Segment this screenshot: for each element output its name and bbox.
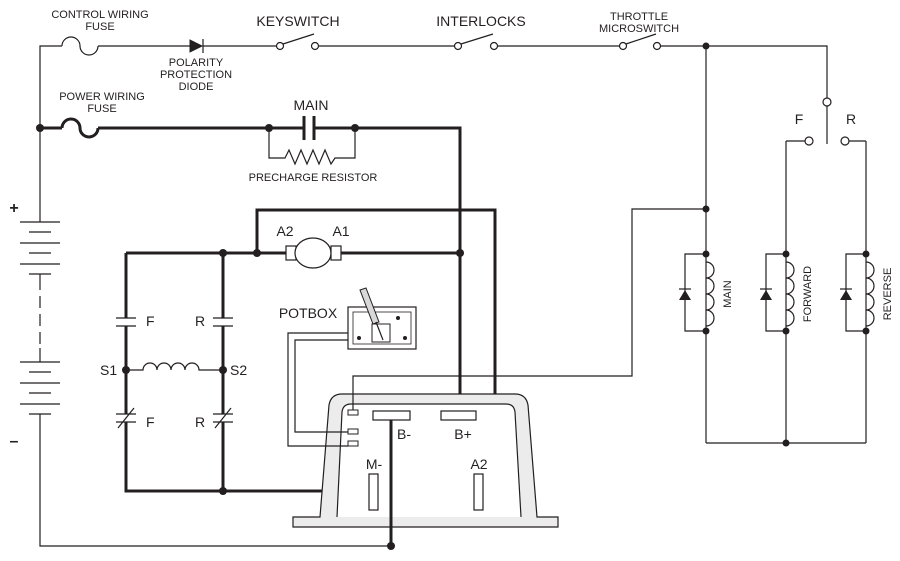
m-minus-label: M- [366,456,383,472]
power-wiring-fuse-label-1: POWER WIRING [59,91,145,103]
interlocks-switch [453,33,499,51]
precharge-resistor-label: PRECHARGE RESISTOR [249,172,378,184]
diode-label-3: DIODE [179,81,214,93]
power-wiring-fuse-label-2: FUSE [87,103,116,115]
motor-armature [294,237,332,269]
s1-label: S1 [100,362,117,378]
control-wiring-fuse-label-2: FUSE [85,21,114,33]
driver-line [352,208,706,410]
forward-coil-label: FORWARD [802,266,814,322]
field-f-lower-label: F [146,414,155,430]
contactor-coils [679,42,875,447]
b-plus-label: B+ [454,426,472,442]
control-wiring-fuse [61,36,99,56]
terminal-a2 [473,473,484,511]
control-pin-3 [347,440,359,447]
power-line [36,116,462,404]
precharge-resistor [268,128,356,166]
field-f-label: F [146,313,155,329]
interlocks-label: INTERLOCKS [436,13,525,29]
field-r-lower-label: R [195,414,205,430]
s2-label: S2 [230,362,247,378]
control-wiring-fuse-label-1: CONTROL WIRING [51,9,148,21]
terminal-b-minus [372,410,411,421]
keyswitch-label: KEYSWITCH [256,13,339,29]
diode-label-1: POLARITY [169,57,224,69]
field-winding [126,362,223,371]
control-pin-1 [347,409,359,416]
battery-minus-label: – [10,433,19,450]
terminal-b-plus [440,410,477,421]
potbox [287,287,417,447]
b-minus-label: B- [397,426,411,442]
diode-label-2: PROTECTION [160,69,232,81]
power-wiring-fuse [60,117,100,139]
main-coil [705,261,715,327]
main-contactor-label: MAIN [294,97,329,113]
control-line [39,33,828,128]
throttle-label-2: MICROSWITCH [599,23,679,35]
forward-reverse-switch [786,97,866,146]
main-coil-label: MAIN [722,280,734,308]
a2-label: A2 [276,223,293,239]
controller [292,393,559,550]
field-r-label: R [195,313,205,329]
terminal-m-minus [368,473,379,511]
potbox-label: POTBOX [279,305,338,321]
keyswitch [275,33,320,51]
forward-coil [785,261,795,327]
throttle-microswitch [618,33,662,51]
reverse-coil [865,261,875,327]
reverse-coil-label: REVERSE [882,268,894,321]
switch-f-label: F [795,111,804,127]
a1-label: A1 [332,223,349,239]
control-pin-2 [347,428,359,435]
polarity-protection-diode [189,39,204,53]
throttle-label-1: THROTTLE [610,11,668,23]
a2-terminal-label: A2 [470,456,487,472]
battery [20,128,391,547]
switch-r-label: R [846,111,856,127]
battery-plus-label: + [9,200,18,217]
